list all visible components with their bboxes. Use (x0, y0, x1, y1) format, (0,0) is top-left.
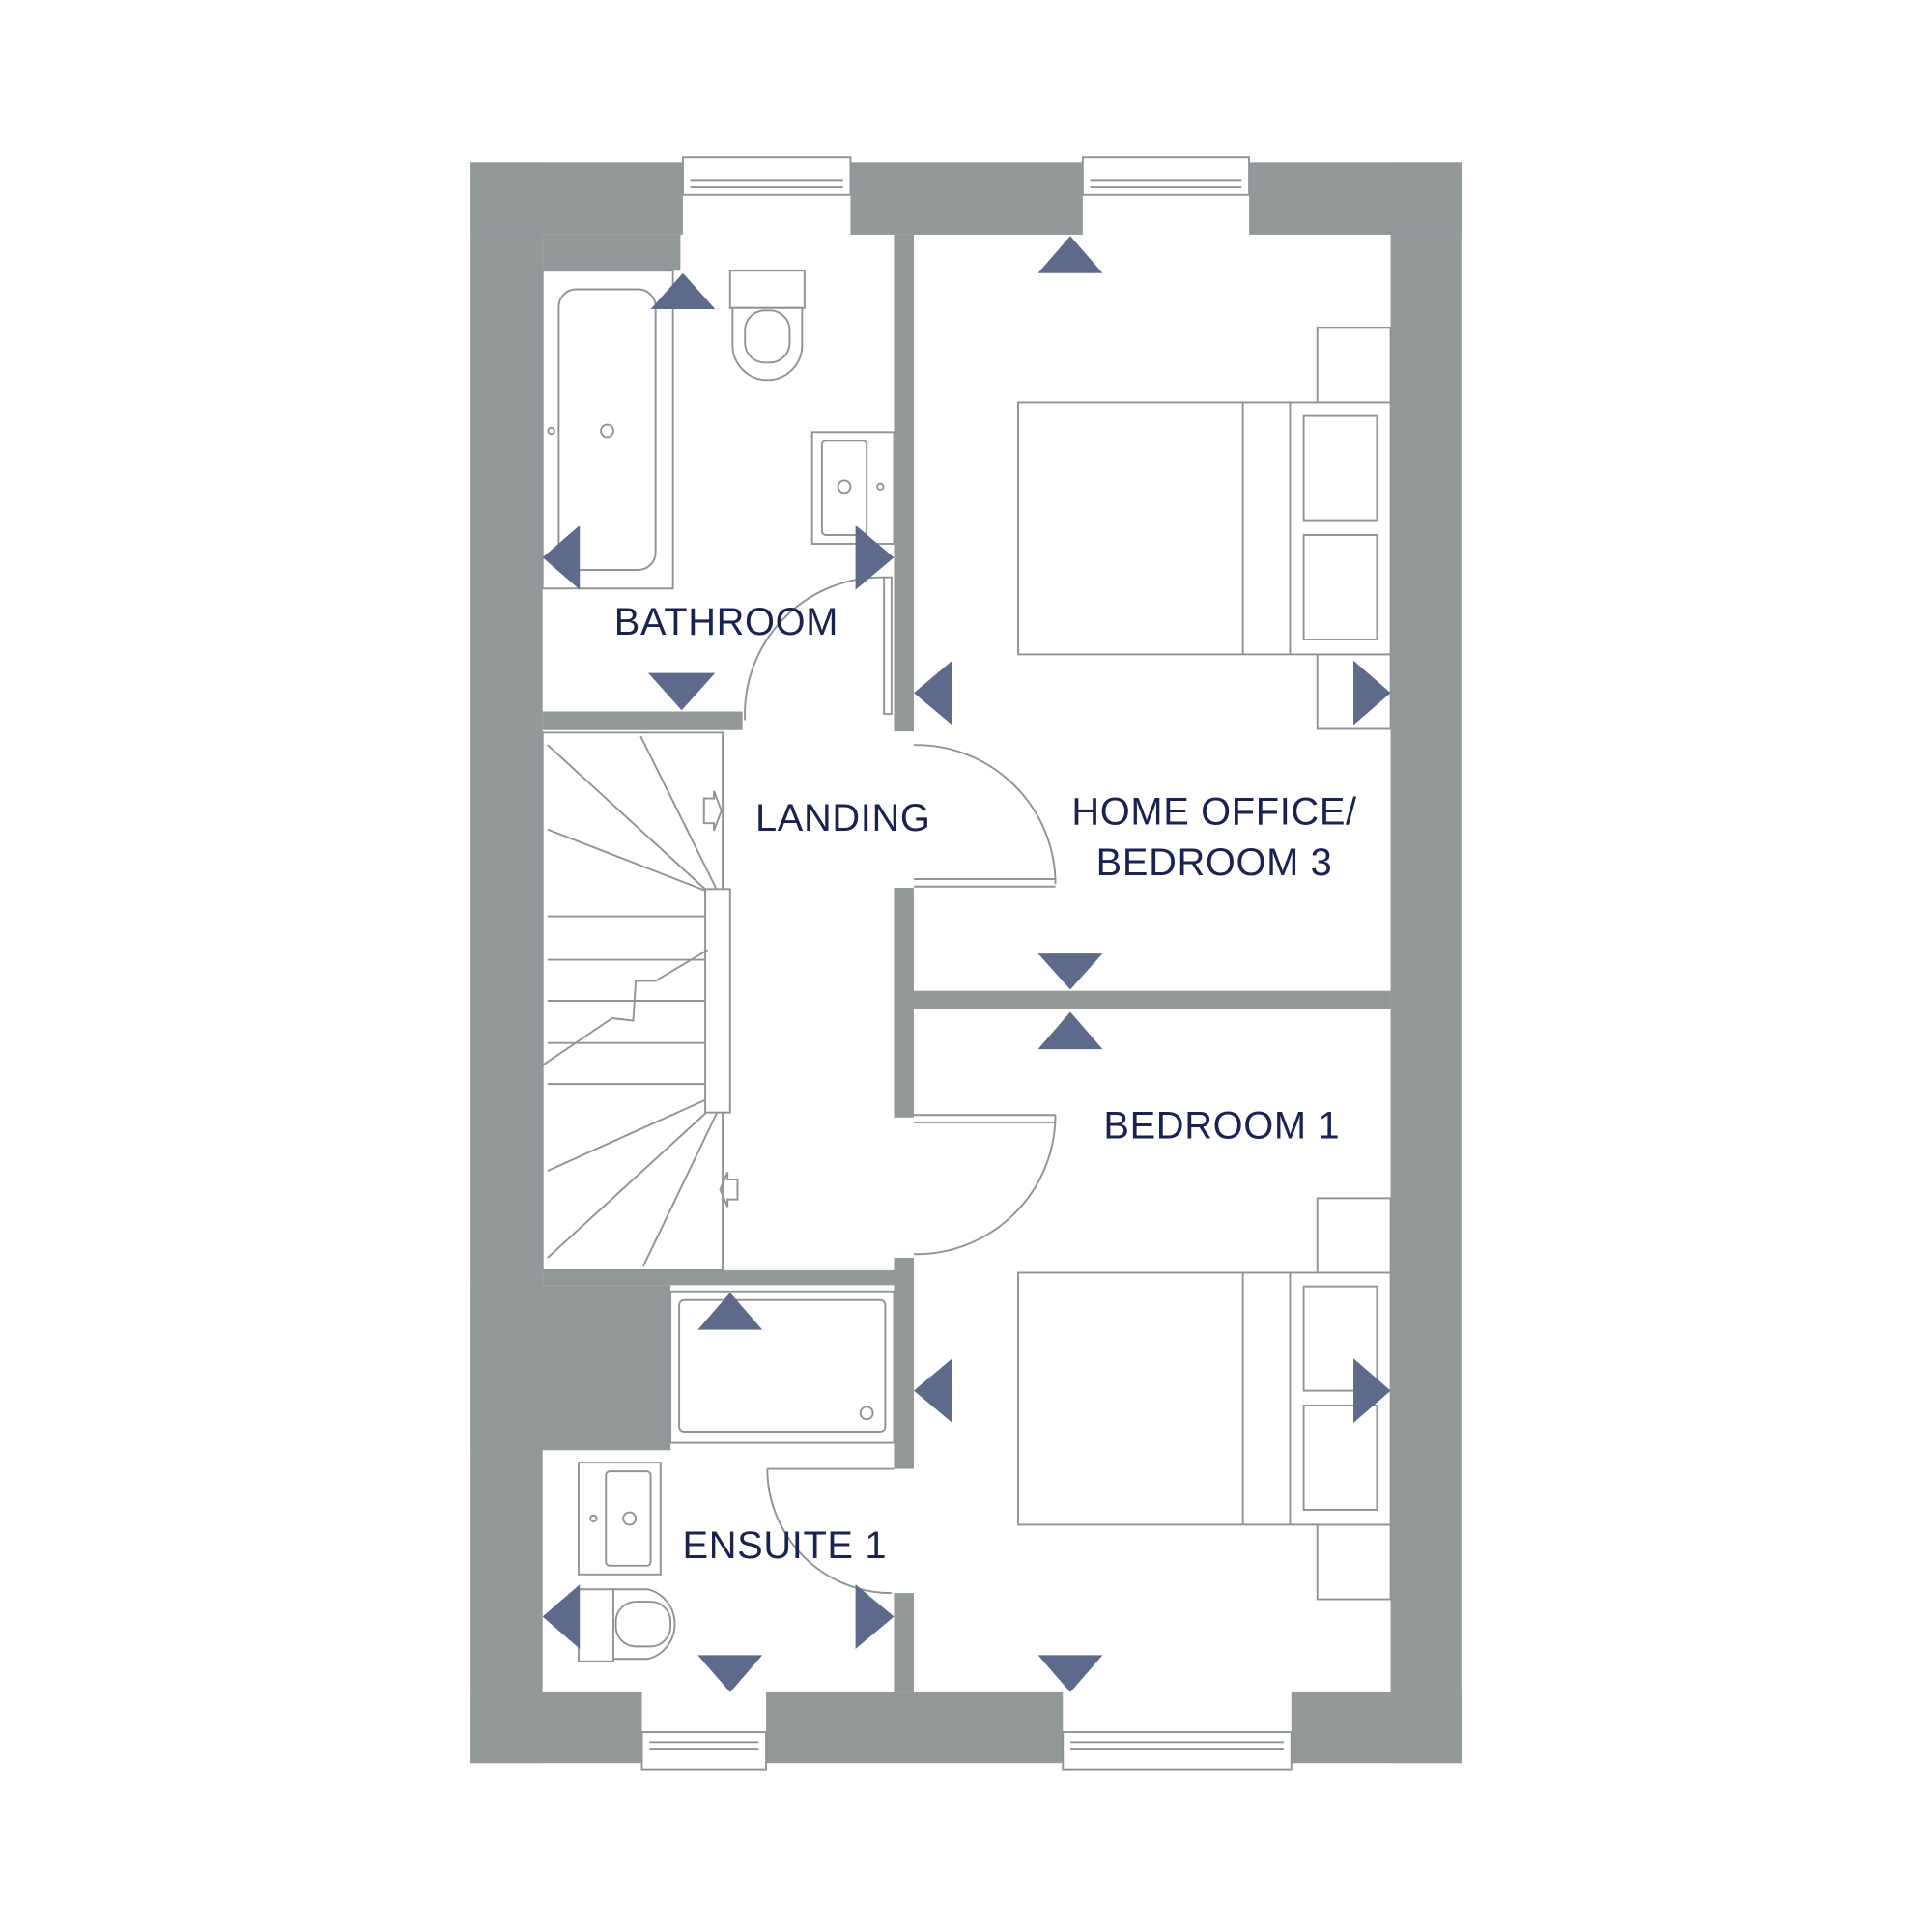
marker-triangle-icon (1037, 236, 1103, 273)
marker-triangle-icon (914, 1358, 952, 1424)
marker-triangle-icon (542, 525, 581, 590)
shower (669, 1290, 895, 1444)
ensuite-basin (578, 1462, 662, 1576)
marker-triangle-icon (1037, 1011, 1103, 1050)
marker-triangle-icon (855, 525, 895, 590)
marker-triangle-icon (1353, 660, 1391, 725)
doors (744, 576, 1057, 1595)
room-label-home-office: HOME OFFICE/ (1071, 790, 1357, 833)
washbasin (810, 431, 895, 545)
marker-triangle-icon (697, 1293, 763, 1330)
walls (470, 162, 1462, 1764)
windows (640, 156, 1293, 1771)
room-label-ensuite1: ENSUITE 1 (683, 1524, 888, 1567)
marker-triangle-icon (1037, 1655, 1103, 1692)
bed-bedroom1 (1017, 1197, 1392, 1601)
room-label-bedroom3: BEDROOM 3 (1096, 841, 1333, 884)
stair-arrow-up-icon (702, 790, 723, 832)
bathtub (541, 270, 674, 590)
marker-triangle-icon (697, 1655, 763, 1692)
marker-triangle-icon (650, 272, 716, 310)
marker-triangle-icon (1353, 1358, 1391, 1424)
toilet (728, 270, 806, 382)
ensuite-toilet (578, 1588, 676, 1662)
marker-triangle-icon (542, 1584, 581, 1649)
marker-triangle-icon (1037, 953, 1103, 990)
staircase (541, 731, 739, 1271)
marker-triangle-icon (855, 1584, 895, 1649)
marker-triangle-icon (914, 660, 952, 725)
bed-bedroom3 (1017, 327, 1392, 730)
room-label-bathroom: BATHROOM (614, 601, 838, 643)
stair-arrow-down-icon (719, 1171, 739, 1208)
room-label-landing: LANDING (755, 797, 931, 839)
room-label-bedroom1: BEDROOM 1 (1103, 1105, 1340, 1148)
electrical-markers (542, 236, 1391, 1692)
marker-triangle-icon (647, 672, 716, 711)
